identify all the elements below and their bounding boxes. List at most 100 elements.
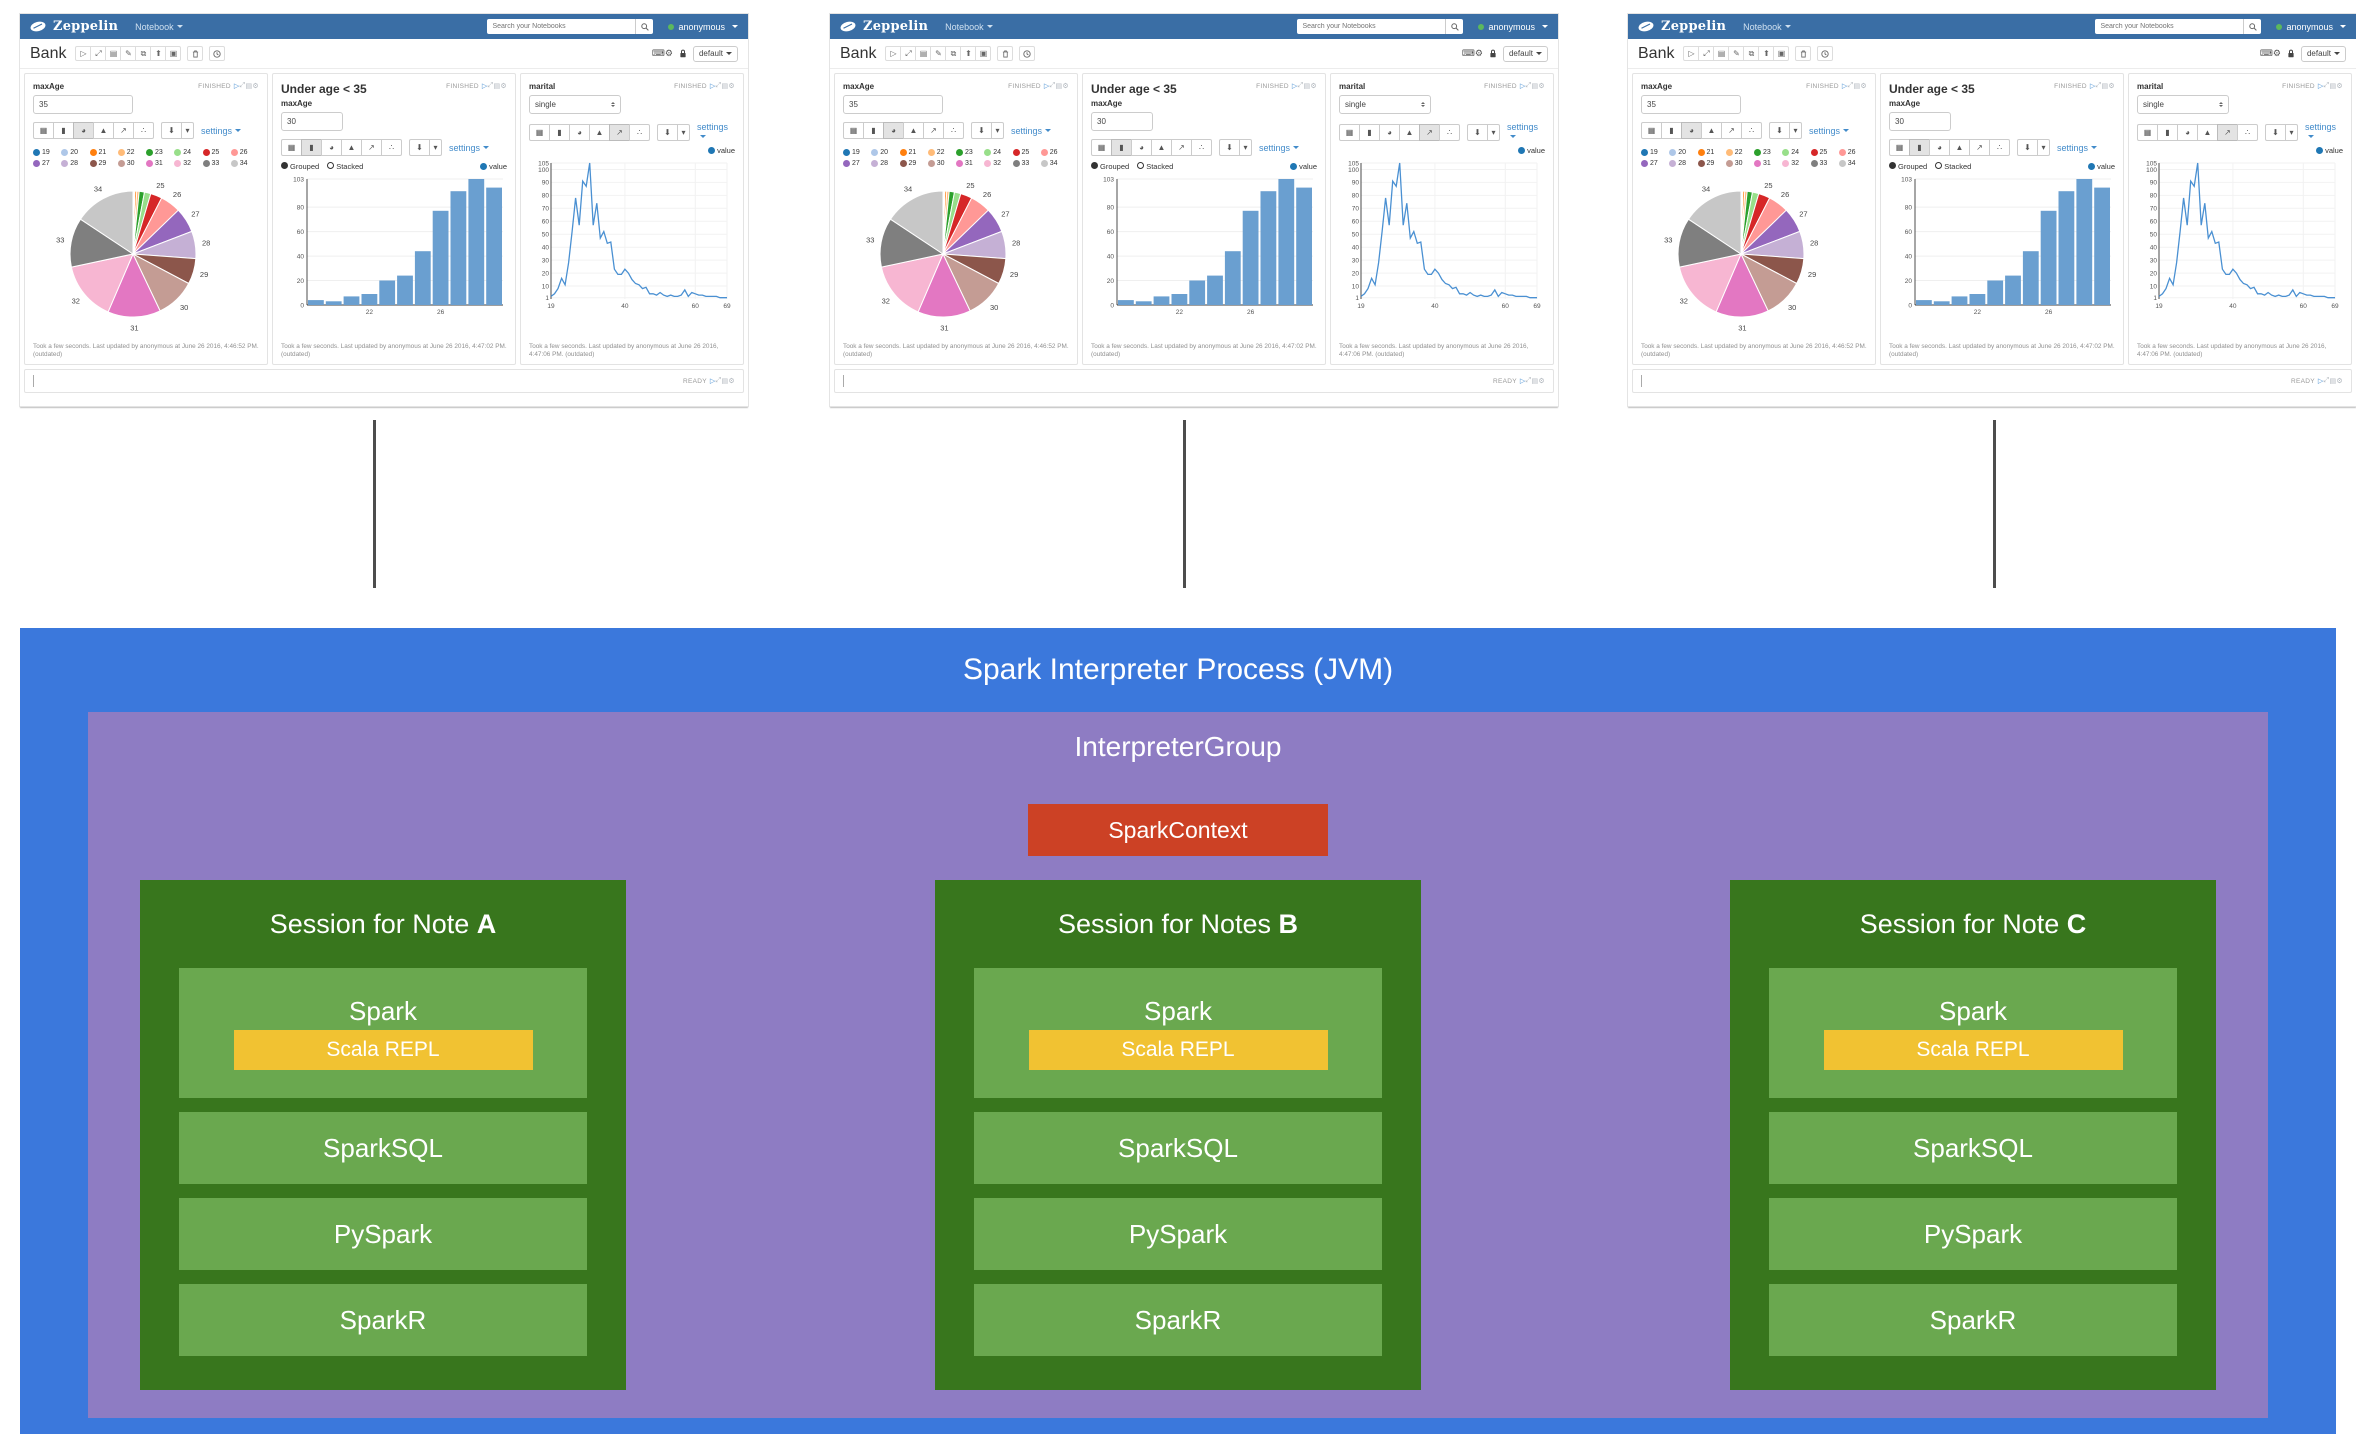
table-icon[interactable]: ▦ xyxy=(33,122,54,139)
remove-note-icon[interactable] xyxy=(997,46,1014,61)
grouped-radio[interactable]: Grouped xyxy=(1091,162,1129,171)
legend-item[interactable]: 28 xyxy=(1669,158,1697,169)
search-button[interactable] xyxy=(2243,19,2262,34)
legend-item[interactable]: 20 xyxy=(871,147,899,158)
bar-chart-icon[interactable]: ▮ xyxy=(53,122,74,139)
legend-item[interactable]: 28 xyxy=(61,158,89,169)
series-legend[interactable]: value xyxy=(1339,146,1545,155)
download-data-icon[interactable]: ⬇ xyxy=(1219,139,1240,156)
settings-link[interactable]: settings xyxy=(1011,126,1051,136)
search-input[interactable] xyxy=(487,19,636,34)
settings-link[interactable]: settings xyxy=(1259,143,1299,153)
pie-chart-icon[interactable]: ◕ xyxy=(321,139,342,156)
view-mode-button[interactable]: default xyxy=(2300,45,2346,62)
maxage-input[interactable]: 35 xyxy=(843,95,943,114)
legend-item[interactable]: 31 xyxy=(1754,158,1782,169)
scatter-chart-icon[interactable]: ∴ xyxy=(629,123,650,141)
area-chart-icon[interactable]: ▲ xyxy=(1949,139,1970,156)
scheduler-icon[interactable] xyxy=(1019,46,1036,61)
legend-item[interactable]: 33 xyxy=(1810,158,1839,169)
legend-item[interactable]: 20 xyxy=(1669,147,1697,158)
legend-item[interactable]: 31 xyxy=(146,158,174,169)
legend-item[interactable]: 25 xyxy=(1012,147,1041,158)
maxage-input[interactable]: 35 xyxy=(1641,95,1741,114)
run-paragraph-icon[interactable]: ▷ xyxy=(709,83,716,90)
download-data-icon[interactable]: ⬇ xyxy=(657,123,678,141)
legend-item[interactable]: 24 xyxy=(1782,147,1810,158)
line-chart-icon[interactable]: ↗ xyxy=(113,122,134,139)
show-hide-output-icon[interactable]: ▤ xyxy=(915,46,932,61)
show-hide-output-icon[interactable]: ▤ xyxy=(1713,46,1730,61)
legend-item[interactable]: 33 xyxy=(1012,158,1041,169)
expand-paragraph-icon[interactable]: ⤢ xyxy=(2323,377,2330,384)
run-paragraph-icon[interactable]: ▷ xyxy=(2317,378,2324,385)
scatter-chart-icon[interactable]: ∴ xyxy=(943,122,964,139)
download-data-icon[interactable]: ⬇ xyxy=(2017,139,2038,156)
maxage-input[interactable]: 30 xyxy=(1091,112,1153,131)
line-chart-icon[interactable]: ↗ xyxy=(2217,123,2238,141)
version-control-icon[interactable]: ▣ xyxy=(1773,46,1790,61)
notebook-menu[interactable]: Notebook xyxy=(945,22,993,32)
settings-link[interactable]: settings xyxy=(2305,122,2343,142)
settings-link[interactable]: settings xyxy=(1809,126,1849,136)
note-title[interactable]: Bank xyxy=(1638,44,1675,62)
legend-item[interactable]: 34 xyxy=(1040,158,1069,169)
interpreter-binding-icon[interactable]: ⚙ xyxy=(2272,48,2281,58)
area-chart-icon[interactable]: ▲ xyxy=(1151,139,1172,156)
paragraph-settings-icon[interactable]: ⚙ xyxy=(252,83,259,90)
pie-chart-icon[interactable]: ◕ xyxy=(1379,123,1400,141)
download-data-icon[interactable]: ⬇ xyxy=(161,122,182,139)
run-paragraph-icon[interactable]: ▷ xyxy=(233,83,240,90)
permissions-lock-icon[interactable] xyxy=(1489,49,1497,58)
legend-item[interactable]: 21 xyxy=(89,147,118,158)
run-paragraph-icon[interactable]: ▷ xyxy=(1043,83,1050,90)
user-menu[interactable]: anonymous xyxy=(668,22,738,32)
legend-item[interactable]: 32 xyxy=(174,158,202,169)
link-paragraph-icon[interactable]: ▤ xyxy=(721,378,729,385)
paragraph-settings-icon[interactable]: ⚙ xyxy=(2336,83,2343,90)
legend-item[interactable]: 28 xyxy=(871,158,899,169)
legend-item[interactable]: 27 xyxy=(1641,158,1669,169)
clear-output-icon[interactable]: ✎ xyxy=(120,46,137,61)
table-icon[interactable]: ▦ xyxy=(1091,139,1112,156)
stacked-radio[interactable]: Stacked xyxy=(1137,162,1173,171)
legend-item[interactable]: 23 xyxy=(1754,147,1782,158)
legend-item[interactable]: 22 xyxy=(927,147,956,158)
paragraph-settings-icon[interactable]: ⚙ xyxy=(2108,83,2115,90)
grouped-radio[interactable]: Grouped xyxy=(1889,162,1927,171)
paragraph-settings-icon[interactable]: ⚙ xyxy=(1860,83,1867,90)
legend-item[interactable]: 24 xyxy=(174,147,202,158)
download-caret-icon[interactable]: ▾ xyxy=(429,139,442,156)
scatter-chart-icon[interactable]: ∴ xyxy=(2237,123,2258,141)
legend-item[interactable]: 22 xyxy=(1725,147,1754,158)
legend-item[interactable]: 33 xyxy=(202,158,231,169)
zeppelin-logo-icon[interactable] xyxy=(840,21,856,32)
link-paragraph-icon[interactable]: ▤ xyxy=(493,83,501,90)
area-chart-icon[interactable]: ▲ xyxy=(2197,123,2218,141)
link-paragraph-icon[interactable]: ▤ xyxy=(245,83,253,90)
legend-item[interactable]: 27 xyxy=(33,158,61,169)
search-button[interactable] xyxy=(635,19,654,34)
maxage-input[interactable]: 35 xyxy=(33,95,133,114)
settings-link[interactable]: settings xyxy=(697,122,735,142)
settings-link[interactable]: settings xyxy=(1507,122,1545,142)
line-chart-icon[interactable]: ↗ xyxy=(609,123,630,141)
version-control-icon[interactable]: ▣ xyxy=(165,46,182,61)
scatter-chart-icon[interactable]: ∴ xyxy=(381,139,402,156)
bar-chart-icon[interactable]: ▮ xyxy=(1661,122,1682,139)
scheduler-icon[interactable] xyxy=(1817,46,1834,61)
download-caret-icon[interactable]: ▾ xyxy=(677,123,690,141)
legend-item[interactable]: 29 xyxy=(1697,158,1726,169)
note-title[interactable]: Bank xyxy=(840,44,877,62)
settings-link[interactable]: settings xyxy=(201,126,241,136)
legend-item[interactable]: 23 xyxy=(146,147,174,158)
shortcut-list-icon[interactable]: ⌨ xyxy=(651,48,665,58)
run-paragraph-icon[interactable]: ▷ xyxy=(709,378,716,385)
download-caret-icon[interactable]: ▾ xyxy=(1239,139,1252,156)
line-chart-icon[interactable]: ↗ xyxy=(1171,139,1192,156)
legend-item[interactable]: 21 xyxy=(899,147,928,158)
scatter-chart-icon[interactable]: ∴ xyxy=(1989,139,2010,156)
